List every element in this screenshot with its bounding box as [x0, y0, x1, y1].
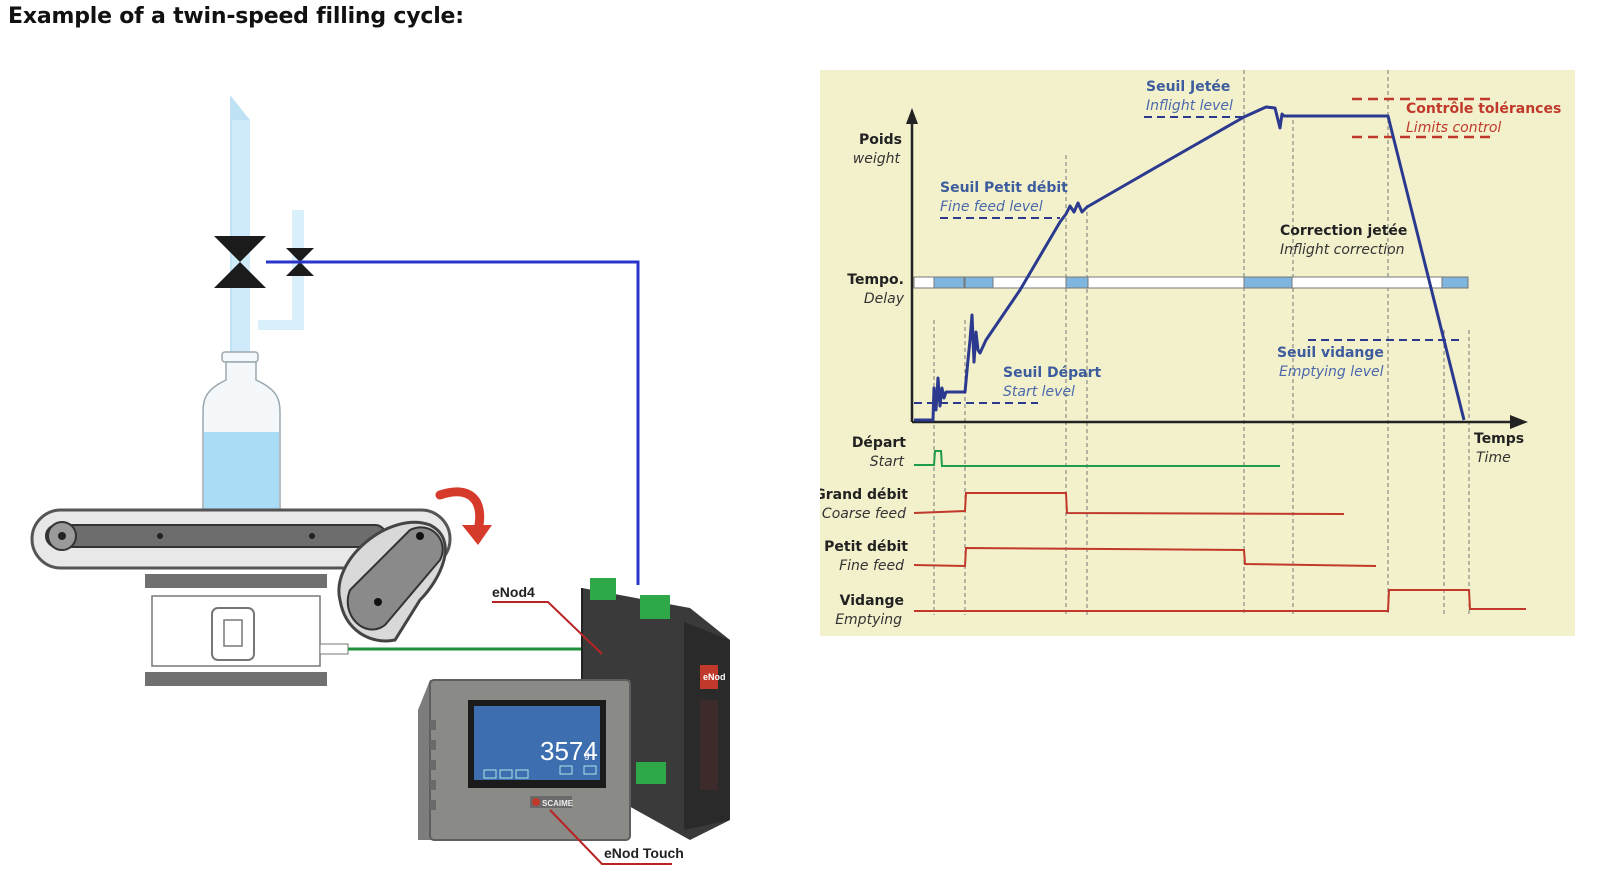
label-time: Time: [1476, 450, 1511, 466]
delay-block: [933, 276, 965, 289]
filling-machine-illustration: eNod 3574 g SCAIME eNod4 eNod Touch: [30, 95, 730, 865]
label-start: Start: [870, 454, 905, 470]
label-tempo: Tempo.: [847, 272, 904, 288]
enod-touch-label: eNod Touch: [604, 845, 684, 861]
enod-touch-panel: 3574 g SCAIME: [418, 679, 631, 841]
start-signal-trace: [914, 450, 1280, 467]
chart-axes: [906, 108, 1528, 429]
enod-touch-callout-line: [549, 809, 672, 865]
delay-bar: [913, 276, 1469, 289]
label-weight: weight: [853, 151, 901, 167]
delay-block: [1243, 276, 1293, 289]
label-seuil-jetee: Seuil Jetée: [1146, 79, 1230, 95]
diagram-background: [820, 70, 1575, 636]
label-start-level: Start level: [1003, 384, 1075, 400]
rotation-arrow-icon: [435, 487, 492, 545]
label-coarse-feed: Coarse feed: [822, 506, 906, 522]
label-inflight-level: Inflight level: [1146, 98, 1233, 114]
label-limits-control: Limits control: [1406, 120, 1501, 136]
load-cell: [145, 574, 349, 686]
label-controle-tolerances: Contrôle tolérances: [1406, 101, 1561, 117]
touch-display-value: 3574: [540, 736, 598, 766]
delay-block: [1065, 276, 1089, 289]
coarse-valve-icon: [214, 236, 266, 288]
motor-drive: [337, 520, 447, 643]
enod4-label: eNod4: [492, 584, 535, 600]
filling-cycle-timing-diagram: Poids weight Tempo. Delay Départ Start G…: [820, 70, 1575, 636]
valve-control-wire: [266, 260, 640, 585]
page-heading: Example of a twin-speed filling cycle:: [8, 4, 464, 29]
label-depart: Départ: [852, 435, 906, 451]
label-seuil-depart: Seuil Départ: [1003, 365, 1102, 381]
label-seuil-petit-debit: Seuil Petit débit: [940, 180, 1068, 196]
brand-label: SCAIME: [542, 799, 574, 808]
label-emptying: Emptying: [835, 612, 902, 628]
fine-feed-trace: [913, 546, 1377, 568]
label-temps: Temps: [1474, 431, 1524, 447]
delay-block: [964, 276, 994, 289]
touch-display-unit: g: [584, 750, 590, 761]
enod4-face-label: eNod: [703, 672, 726, 682]
label-seuil-vidange: Seuil vidange: [1277, 345, 1384, 361]
label-grand-debit: Grand débit: [820, 487, 908, 503]
enod4-callout-line: [492, 601, 603, 655]
label-fine-feed: Fine feed: [839, 558, 904, 574]
bottle-icon: [202, 351, 281, 511]
fine-valve-icon: [286, 248, 314, 276]
label-correction-jetee: Correction jetée: [1280, 223, 1407, 239]
conveyor-belt: [30, 508, 452, 570]
label-poids: Poids: [859, 132, 902, 148]
delay-block: [1441, 276, 1469, 289]
label-petit-debit: Petit débit: [824, 539, 908, 555]
label-emptying-level: Emptying level: [1279, 364, 1384, 380]
weight-curve: [914, 105, 1466, 422]
label-vidange: Vidange: [840, 593, 904, 609]
label-fine-feed-level: Fine feed level: [940, 199, 1043, 215]
label-delay: Delay: [864, 291, 905, 307]
emptying-trace: [914, 589, 1526, 612]
coarse-feed-trace: [913, 492, 1345, 515]
label-inflight-correction: Inflight correction: [1280, 242, 1405, 258]
